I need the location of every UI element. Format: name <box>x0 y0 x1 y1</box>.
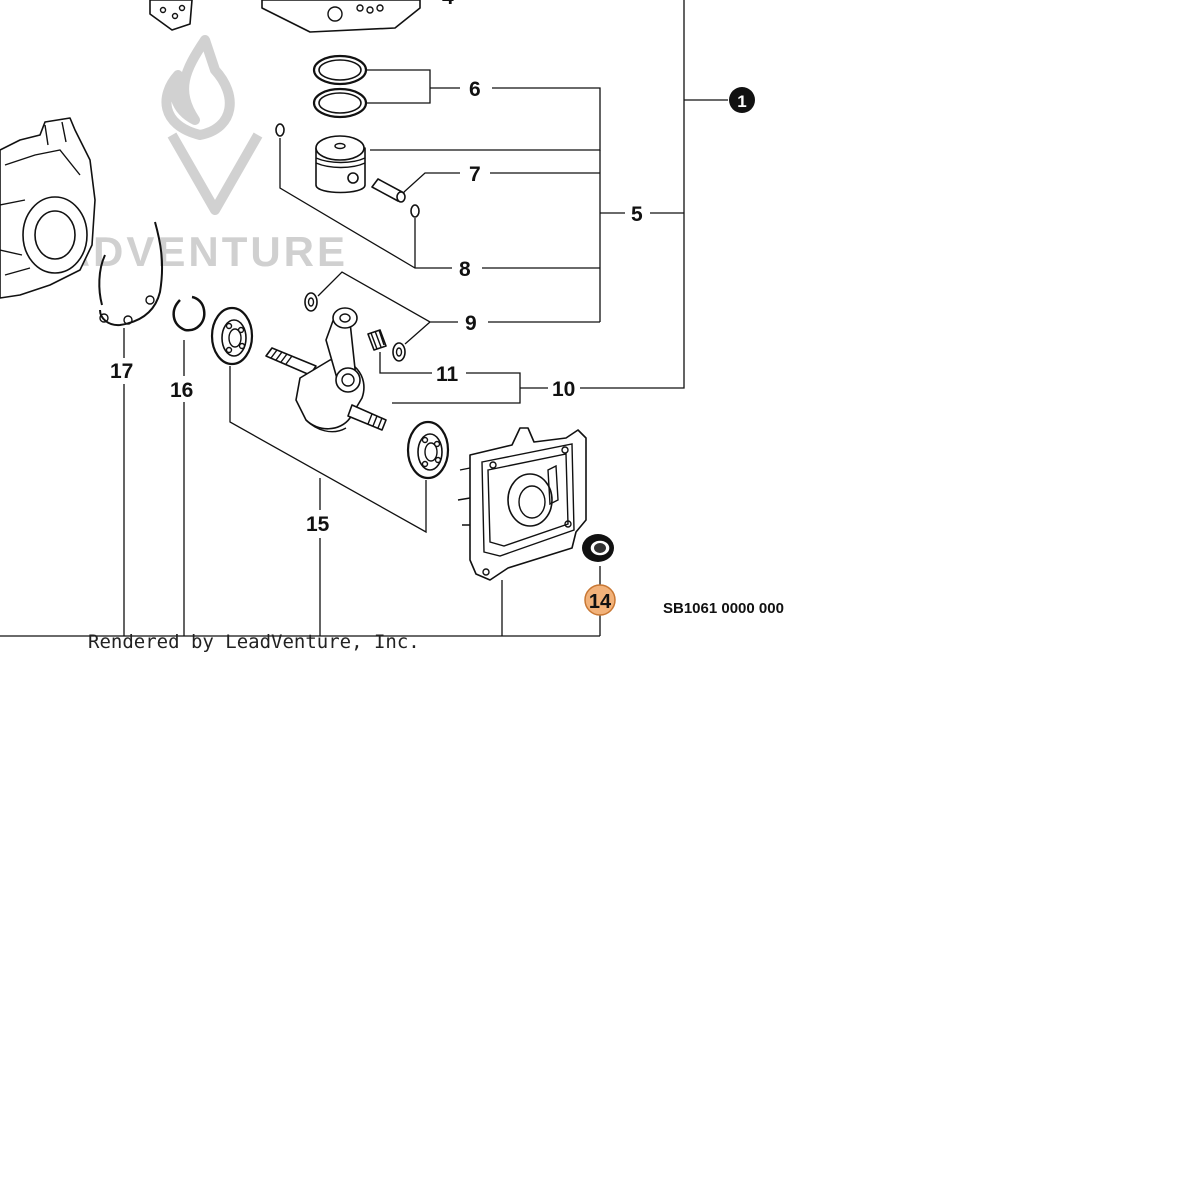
callout-15: 15 <box>306 513 330 536</box>
part-oil-seal <box>582 534 614 562</box>
part-crankcase-half <box>0 117 96 299</box>
callout-11: 11 <box>436 363 459 386</box>
assembly-badge: 1 <box>729 87 755 113</box>
callout-14-highlight[interactable]: 14 <box>584 584 616 616</box>
watermark-flame-icon <box>161 35 235 140</box>
callout-7: 7 <box>469 163 481 186</box>
part-circlip-right <box>410 204 420 218</box>
callout-6: 6 <box>469 78 481 101</box>
part-ball-bearing-left <box>210 306 254 366</box>
part-piston-pin <box>371 178 406 203</box>
part-piston-rings <box>312 54 368 119</box>
part-crankshaft <box>265 307 387 433</box>
part-snap-ring <box>172 295 206 332</box>
leader-lines <box>0 0 728 637</box>
callout-17: 17 <box>110 360 133 383</box>
part-crankcase-cover <box>457 427 587 581</box>
part-cylinder-gasket <box>261 0 421 33</box>
callout-16: 16 <box>170 379 193 402</box>
part-ball-bearing-right <box>406 420 450 480</box>
assembly-badge-label: 1 <box>737 92 746 111</box>
callout-labels: 4 6 7 5 8 9 11 10 17 16 15 <box>110 0 643 536</box>
callout-5: 5 <box>631 203 643 226</box>
callout-14[interactable]: 14 <box>589 591 612 613</box>
part-circlip-left <box>275 123 285 137</box>
part-piston <box>315 135 366 194</box>
watermark-v-icon <box>167 132 263 215</box>
callout-4: 4 <box>442 0 454 9</box>
render-credit: Rendered by LeadVenture, Inc. <box>88 631 420 653</box>
part-crankcase-gasket <box>98 221 164 327</box>
part-needle-bearing <box>367 329 387 351</box>
diagram-part-number: SB1061 0000 000 <box>663 600 784 617</box>
callout-10: 10 <box>552 378 575 401</box>
callout-9: 9 <box>465 312 477 335</box>
part-washers <box>304 292 406 362</box>
part-small-gasket <box>149 0 193 31</box>
callout-8: 8 <box>459 258 471 281</box>
